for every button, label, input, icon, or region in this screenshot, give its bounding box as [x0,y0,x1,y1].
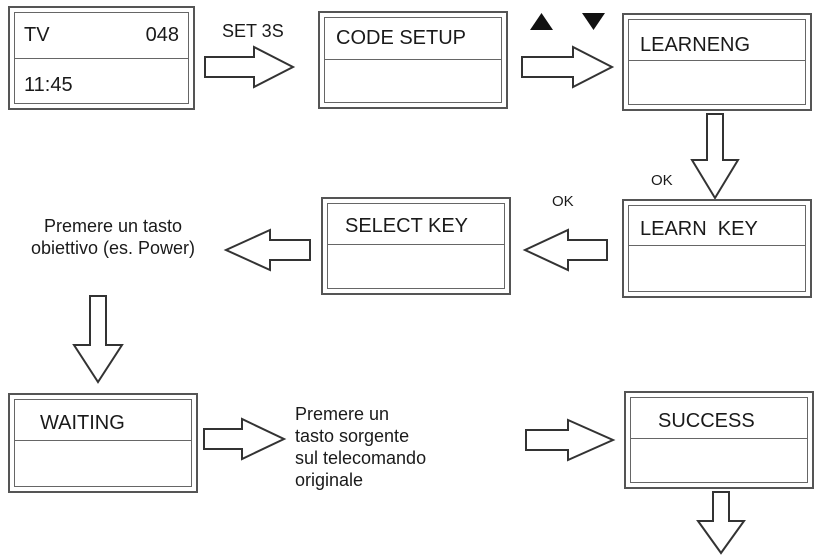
note-line: Premere un [295,404,390,424]
arrow-right-icon [203,417,287,461]
success-label: SUCCESS [658,410,755,432]
up-triangle-icon [530,13,553,30]
note-line: sul telecomando [295,448,427,468]
code-setup-label: CODE SETUP [336,27,467,49]
ok-label: OK [552,193,574,210]
note-line: obiettivo (es. Power) [30,238,196,258]
set-3s-label: SET 3S [222,21,284,41]
arrow-right-icon [204,45,296,89]
screen-select-key: SELECT KEY [321,197,511,295]
arrow-left-icon [522,228,608,272]
screen-learning: LEARNENG [622,13,812,111]
screen-waiting: WAITING [8,393,198,493]
arrow-down-icon [696,491,746,555]
learning-label: LEARNENG [640,34,751,56]
tv-channel: 048 [145,24,179,46]
arrow-left-icon [223,228,311,272]
ok-label: OK [651,172,673,189]
press-source-note: Premere un tasto sorgente sul telecomand… [295,403,426,491]
note-line: tasto sorgente [295,426,410,446]
note-line: Premere un tasto [43,216,183,236]
waiting-label: WAITING [40,412,125,434]
screen-divider [14,440,192,441]
tv-label: TV [24,24,50,46]
arrow-down-icon [690,113,740,200]
down-triangle-icon [582,13,605,30]
screen-code-setup: CODE SETUP [318,11,508,109]
arrow-right-icon [525,418,616,462]
arrow-down-icon [72,295,124,384]
learn-key-label: LEARN KEY [640,218,758,240]
screen-divider [628,60,806,61]
press-target-note: Premere un tasto obiettivo (es. Power) [13,215,213,259]
screen-tv: TV 048 11:45 [8,6,195,110]
screen-divider [628,245,806,246]
screen-divider [630,438,808,439]
tv-time: 11:45 [24,74,73,96]
note-line: originale [295,470,364,490]
arrow-right-icon [521,45,615,89]
screen-divider [324,59,502,60]
screen-learn-key: LEARN KEY [622,199,812,298]
select-key-label: SELECT KEY [345,215,469,237]
screen-divider [14,58,189,59]
screen-success: SUCCESS [624,391,814,489]
screen-divider [327,244,505,245]
